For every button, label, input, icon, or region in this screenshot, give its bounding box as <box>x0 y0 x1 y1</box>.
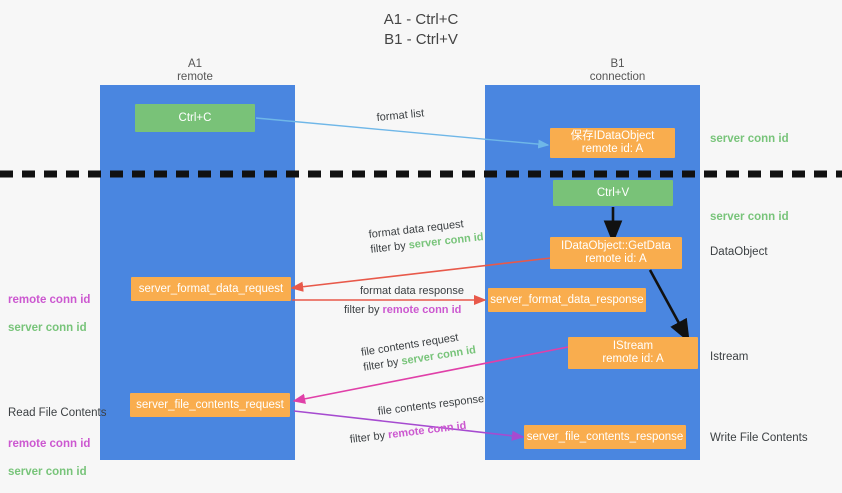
left-label-server-conn-id-2: server conn id <box>8 466 87 478</box>
edge-label-file-contents-response-text: file contents response <box>377 392 485 418</box>
edge-label-format-data-response-filter: filter by remote conn id <box>344 303 464 318</box>
left-label-server-conn-id-1: server conn id <box>8 322 87 334</box>
edge-label-format-data-response-text: format data response <box>360 285 464 297</box>
left-label-read-file-contents-heading: Read File Contents <box>8 407 107 419</box>
node-server-file-contents-request[interactable]: server_file_contents_request <box>130 393 290 417</box>
node-server-format-data-response[interactable]: server_format_data_response <box>488 288 646 312</box>
edge-label-file-contents-response-text-wrap: file contents response <box>377 392 485 420</box>
node-save-idataobject[interactable]: 保存IDataObject remote id: A <box>550 128 675 158</box>
filter-prefix: filter by <box>369 239 410 256</box>
left-label-conn-ids-1: remote conn id server conn id <box>8 279 90 349</box>
right-label-dataobject: DataObject <box>710 246 768 258</box>
edge-label-file-contents-request: file contents request filter by server c… <box>360 328 477 375</box>
left-label-remote-conn-id-2: remote conn id <box>8 438 91 450</box>
node-server-file-contents-response[interactable]: server_file_contents_response <box>524 425 686 449</box>
node-ctrl-c[interactable]: Ctrl+C <box>135 104 255 132</box>
phase-divider <box>0 170 842 178</box>
node-server-format-data-request[interactable]: server_format_data_request <box>131 277 291 301</box>
lane-header-b1: B1 connection <box>589 58 646 83</box>
right-label-server-conn-id-2: server conn id <box>710 211 789 223</box>
right-label-server-conn-id-1: server conn id <box>710 133 789 145</box>
right-label-write-file-contents: Write File Contents <box>710 432 808 444</box>
edge-label-format-list: format list <box>376 107 425 124</box>
diagram-title: A1 - Ctrl+C B1 - Ctrl+V <box>383 11 459 48</box>
filter-prefix: filter by <box>344 304 383 316</box>
node-ctrl-v[interactable]: Ctrl+V <box>553 180 673 206</box>
edge-label-format-data-request: format data request filter by server con… <box>368 215 484 258</box>
right-label-istream: Istream <box>710 351 749 363</box>
filter-target-remote-conn-id: remote conn id <box>382 304 462 316</box>
node-idataobject-getdata[interactable]: IDataObject::GetData remote id: A <box>550 237 682 269</box>
edge-label-file-contents-response-filter: filter by remote conn id <box>349 419 467 448</box>
filter-target-remote-conn-id: remote conn id <box>387 419 468 442</box>
filter-prefix: filter by <box>349 429 389 446</box>
node-istream[interactable]: IStream remote id: A <box>568 337 698 369</box>
left-label-remote-conn-id-1: remote conn id <box>8 294 91 306</box>
left-label-read-file-contents: Read File Contents remote conn id server… <box>8 392 106 493</box>
edge-label-format-data-response: format data response filter by remote co… <box>344 284 464 318</box>
lane-header-a1: A1 remote <box>177 58 213 83</box>
